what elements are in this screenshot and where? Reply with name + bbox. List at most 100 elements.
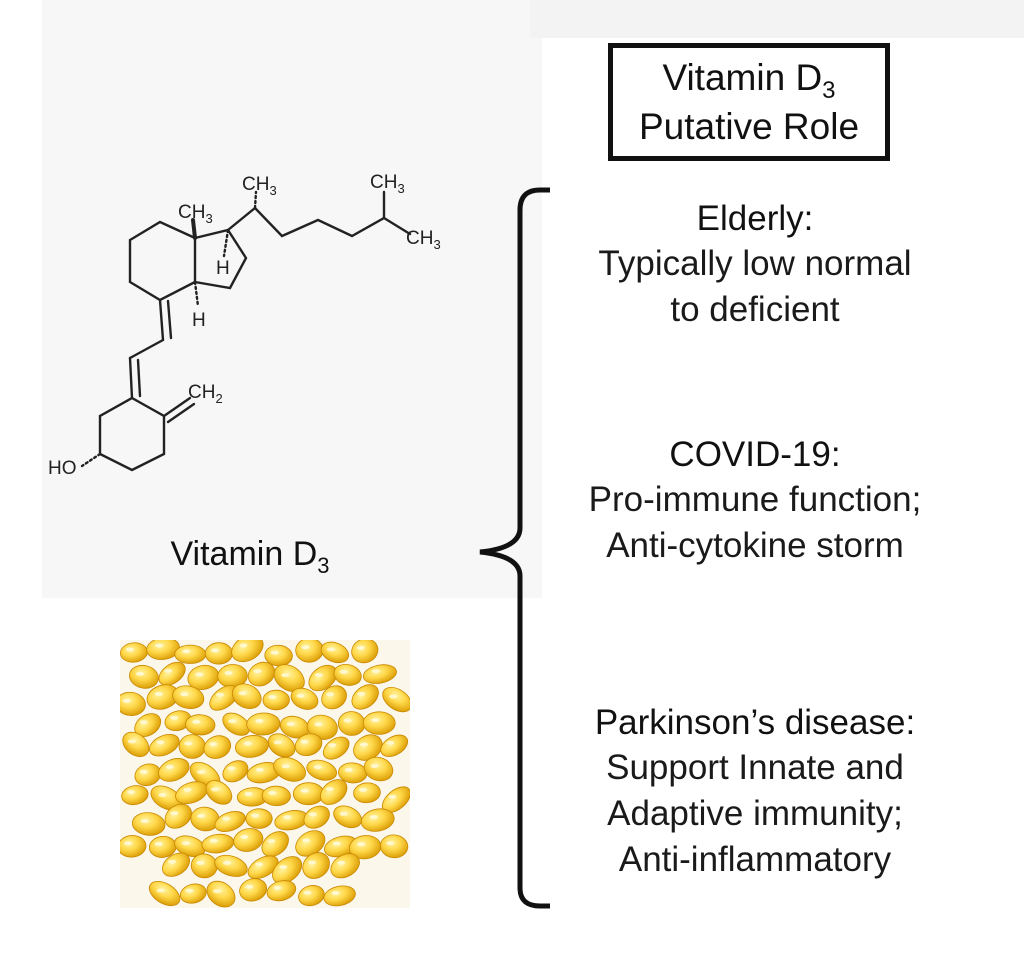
- capsule-highlight: [268, 695, 277, 699]
- section-heading: Parkinson’s disease:: [594, 703, 916, 742]
- capsule-highlight: [279, 865, 288, 869]
- capsule-highlight: [328, 743, 337, 748]
- capsule-highlight: [339, 669, 348, 674]
- capsule-highlight: [125, 647, 134, 652]
- capsule: [203, 735, 232, 759]
- capsule: [380, 834, 409, 859]
- capsule-highlight: [224, 671, 233, 675]
- section-elderly: Elderly: Typically low normal to deficie…: [530, 197, 980, 333]
- capsule: [214, 854, 248, 877]
- capsule: [262, 689, 290, 711]
- title-text: Vitamin D: [662, 56, 823, 98]
- h-upper-label: H: [216, 258, 230, 279]
- capsule: [261, 831, 289, 857]
- capsule-highlight: [165, 764, 174, 769]
- capsule: [261, 785, 291, 807]
- capsule-highlight: [301, 645, 310, 650]
- capsule: [362, 664, 397, 684]
- capsule: [247, 855, 279, 879]
- capsule: [233, 828, 264, 852]
- capsule-highlight: [270, 650, 279, 655]
- capsule: [246, 712, 281, 736]
- capsule-highlight: [371, 669, 380, 674]
- capsule: [351, 684, 379, 710]
- capsule-highlight: [154, 841, 163, 846]
- capsule: [120, 835, 147, 858]
- capsule-highlight: [386, 740, 395, 745]
- capsule: [206, 880, 236, 908]
- section-line: Pro-immune function;: [588, 480, 922, 519]
- capsule: [353, 782, 381, 804]
- capsule-highlight: [216, 692, 224, 697]
- section-line: Anti-inflammatory: [618, 840, 892, 879]
- capsule: [380, 734, 409, 757]
- capsule-highlight: [281, 673, 290, 678]
- capsule: [323, 885, 356, 907]
- capsule: [149, 734, 180, 757]
- title-box: Vitamin D3 Putative Role: [608, 43, 890, 161]
- capsule: [351, 640, 379, 664]
- capsule: [337, 711, 366, 736]
- section-line: Support Innate and: [606, 748, 904, 787]
- capsule-highlight: [343, 718, 352, 723]
- capsule-highlight: [389, 694, 398, 699]
- capsule: [273, 664, 305, 692]
- capsule-highlight: [337, 860, 346, 865]
- capsule-highlight: [281, 764, 290, 769]
- capsule-highlight: [197, 770, 205, 775]
- capsule: [303, 805, 330, 829]
- exocyclic-double-line: [166, 299, 173, 340]
- capsule-highlight: [185, 888, 194, 893]
- capsule: [121, 785, 149, 806]
- ring-methyl-bond: [191, 218, 197, 240]
- capsule: [360, 808, 395, 832]
- capsule-highlight: [209, 838, 218, 843]
- capsule-highlight: [286, 722, 295, 727]
- capsule-highlight: [158, 793, 167, 797]
- capsule-highlight: [127, 739, 136, 744]
- brace-path: [479, 187, 550, 909]
- capsule-highlight: [196, 860, 205, 865]
- capsule-highlight: [268, 790, 277, 795]
- capsule: [320, 779, 348, 805]
- capsule: [148, 880, 181, 907]
- capsule: [294, 733, 323, 757]
- capsule-highlight: [300, 739, 309, 744]
- capsule-highlight: [195, 672, 204, 677]
- capsule: [122, 731, 150, 757]
- section-line: to deficient: [670, 290, 840, 329]
- capsule-highlight: [283, 815, 292, 820]
- capsule: [158, 661, 186, 686]
- capsule-highlight: [300, 788, 309, 793]
- capsule-highlight: [209, 742, 218, 747]
- chain-methyl-label: CH3: [242, 174, 277, 198]
- curly-brace: [479, 187, 550, 909]
- capsule-highlight: [255, 862, 264, 867]
- capsule: [272, 856, 303, 884]
- top-right-background-strip: [530, 0, 1024, 38]
- hydroxyl-label: HO: [48, 458, 77, 479]
- capsule-highlight: [140, 819, 149, 823]
- capsule: [322, 736, 350, 760]
- capsule-highlight: [227, 766, 236, 771]
- capsule: [204, 642, 233, 665]
- left-background-panel: [42, 0, 542, 598]
- capsule-highlight: [314, 722, 323, 727]
- capsule-highlight: [332, 841, 341, 846]
- methylene-bond: [162, 396, 192, 418]
- capsule-highlight: [369, 815, 378, 820]
- methylene-label: CH2: [188, 382, 223, 406]
- exocyclic-bond: [158, 298, 165, 342]
- capsule-highlight: [170, 715, 178, 720]
- ring-c-bond: [128, 220, 197, 302]
- capsule: [162, 852, 190, 877]
- capsule-highlight: [314, 673, 323, 677]
- triene-double-line: [136, 358, 142, 398]
- capsule-highlight: [222, 816, 231, 821]
- hydroxyl-bond: [80, 452, 102, 468]
- capsule: [330, 853, 360, 879]
- capsule-highlight: [210, 787, 219, 792]
- capsule: [273, 756, 306, 782]
- capsule: [333, 805, 362, 829]
- capsule: [146, 640, 180, 660]
